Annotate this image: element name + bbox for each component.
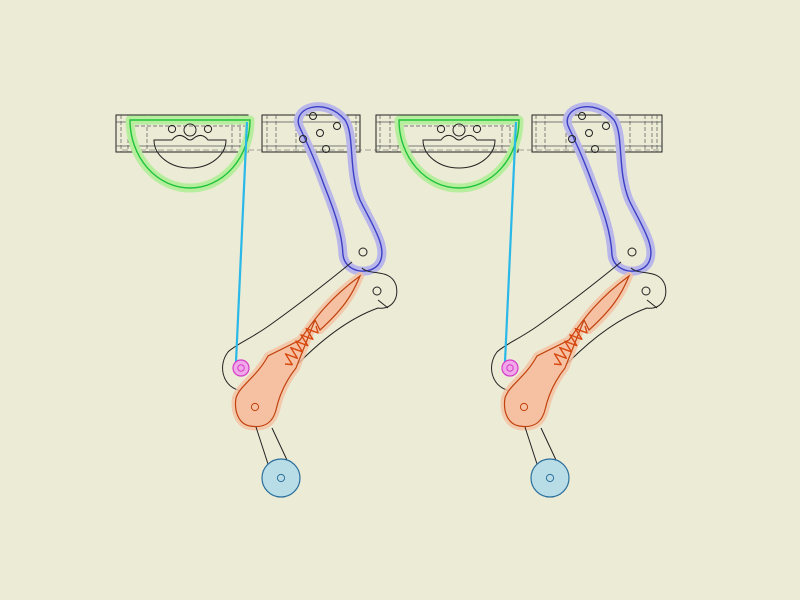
hip-mount-cutout [153, 134, 227, 169]
knee-pivot-hole [627, 247, 637, 257]
femur-bolt-hole [299, 135, 307, 143]
foot-pad [261, 458, 301, 498]
tibia-pin-hole [250, 402, 260, 412]
shank-edge [377, 299, 389, 309]
tibia-link [234, 274, 362, 428]
compression-spring [284, 325, 319, 366]
shank-pivot-hole [372, 286, 382, 296]
femur-bolt-hole [602, 122, 610, 130]
foot-pad-hole [545, 473, 555, 483]
hip-bolt-hole [203, 124, 213, 134]
femur-bolt-hole [333, 122, 341, 130]
hip-bolt-hole [167, 124, 177, 134]
shank-edge [646, 299, 658, 309]
ankle-pin-hole [237, 364, 245, 372]
foot-pad-hole [276, 473, 286, 483]
femur-bolt-hole [585, 129, 593, 137]
hip-mount-cutout [422, 134, 496, 169]
femur-bolt-hole [309, 112, 317, 120]
left-leg [125, 102, 398, 498]
femur-bolt-hole [322, 145, 330, 153]
right-leg [394, 102, 667, 498]
ankle-pin [232, 359, 250, 377]
foot-pad [530, 458, 570, 498]
shank-pivot-hole [641, 286, 651, 296]
tibia-link [503, 274, 631, 428]
femur-link [566, 105, 652, 272]
hip-bolt-hole [472, 124, 482, 134]
femur-link [297, 105, 383, 272]
femur-bolt-hole [591, 145, 599, 153]
tibia-pin-hole [519, 402, 529, 412]
femur-bolt-hole [578, 112, 586, 120]
ankle-pin [501, 359, 519, 377]
hip-axle-hole [183, 123, 197, 137]
knee-pivot-hole [358, 247, 368, 257]
hip-axle-hole [452, 123, 466, 137]
tendon-cable [503, 121, 518, 363]
tendon-cable [234, 121, 249, 363]
femur-bolt-hole [316, 129, 324, 137]
femur-bolt-hole [568, 135, 576, 143]
hip-bolt-hole [436, 124, 446, 134]
compression-spring [553, 325, 588, 366]
foot-strut [255, 426, 288, 465]
ankle-pin-hole [506, 364, 514, 372]
foot-strut [524, 426, 557, 465]
